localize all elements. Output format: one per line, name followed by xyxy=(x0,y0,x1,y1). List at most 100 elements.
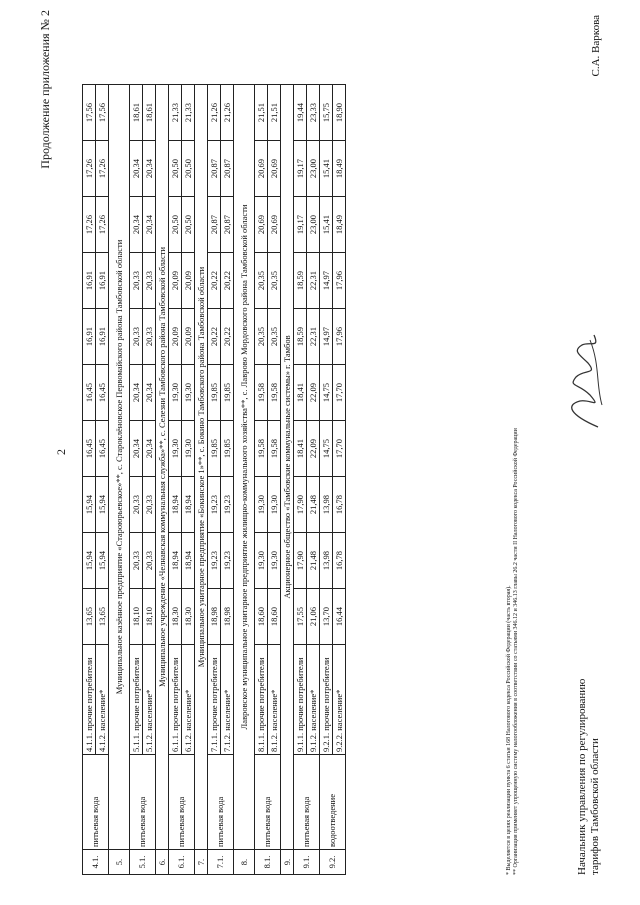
handwritten-signature xyxy=(571,334,603,428)
tariff-value: 19,30 xyxy=(254,476,268,533)
tariff-value: 17,55 xyxy=(293,588,307,645)
tariff-value: 20,35 xyxy=(267,252,281,309)
consumer-group-label: 6.1.1. прочие потребители xyxy=(168,644,182,755)
tariff-value: 18,60 xyxy=(267,588,281,645)
consumer-group-label: 4.1.2. население* xyxy=(95,644,109,755)
consumer-group-label: 8.1.1. прочие потребители xyxy=(254,644,268,755)
signatory-title-line-1: Начальник управления по регулированию xyxy=(576,678,588,875)
tariff-value: 19,58 xyxy=(254,364,268,421)
page-number: 2 xyxy=(54,449,68,455)
consumer-group-label: 9.1.1. прочие потребители xyxy=(293,644,307,755)
tariff-value: 21,48 xyxy=(306,476,320,533)
tariff-value: 19,30 xyxy=(181,364,195,421)
tariff-value: 18,59 xyxy=(293,252,307,309)
tariff-value: 18,59 xyxy=(293,308,307,365)
tariff-value: 21,26 xyxy=(220,84,234,141)
tariff-value: 17,96 xyxy=(332,252,346,309)
tariff-value: 22,31 xyxy=(306,308,320,365)
tariff-value: 20,33 xyxy=(129,308,143,365)
tariff-value: 14,97 xyxy=(319,252,333,309)
tariff-value: 18,10 xyxy=(129,588,143,645)
section-number: 8. xyxy=(233,849,255,875)
tariff-value: 20,87 xyxy=(220,140,234,197)
section-title: Акционерное общество «Тамбовские коммуна… xyxy=(280,84,294,850)
tariff-value: 16,91 xyxy=(82,308,96,365)
tariff-value: 20,09 xyxy=(168,252,182,309)
tariff-value: 20,33 xyxy=(129,532,143,589)
tariff-value: 20,33 xyxy=(129,252,143,309)
service-number: 4.1. xyxy=(82,849,109,875)
tariff-value: 20,22 xyxy=(220,252,234,309)
tariff-value: 21,51 xyxy=(267,84,281,141)
service-name: питьевая вода xyxy=(82,754,109,850)
tariff-value: 19,23 xyxy=(207,476,221,533)
section-title: Лавровское муниципальное унитарное предп… xyxy=(233,84,255,850)
footnote-1: * Выделяется в целях реализации пункта 6… xyxy=(506,585,512,875)
tariff-value: 15,94 xyxy=(95,476,109,533)
tariff-value: 20,34 xyxy=(142,140,156,197)
signatory-title: Начальник управления по регулированию та… xyxy=(576,615,602,875)
tariff-value: 17,96 xyxy=(332,308,346,365)
signatory-title-line-2: тарифов Тамбовской области xyxy=(589,738,601,875)
tariff-value: 15,41 xyxy=(319,196,333,253)
section-title: Муниципальное казённое предприятие «Стар… xyxy=(108,84,130,850)
consumer-group-label: 9.2.2. население* xyxy=(332,644,346,755)
tariff-value: 18,61 xyxy=(129,84,143,141)
tariff-value: 21,33 xyxy=(168,84,182,141)
tariff-value: 14,97 xyxy=(319,308,333,365)
tariff-value: 21,26 xyxy=(207,84,221,141)
tariff-value: 16,45 xyxy=(82,420,96,477)
tariff-value: 20,33 xyxy=(142,252,156,309)
tariff-value: 20,69 xyxy=(254,196,268,253)
tariff-value: 20,69 xyxy=(254,140,268,197)
tariff-value: 17,70 xyxy=(332,364,346,421)
consumer-group-label: 5.1.2. население* xyxy=(142,644,156,755)
section-header-row: 6.Муниципальное учреждение «Челнавская к… xyxy=(155,84,169,875)
tariff-value: 19,58 xyxy=(267,420,281,477)
tariff-value: 18,30 xyxy=(168,588,182,645)
tariff-value: 17,26 xyxy=(82,196,96,253)
tariff-value: 18,94 xyxy=(181,532,195,589)
tariff-value: 21,48 xyxy=(306,532,320,589)
consumer-group-label: 4.1.1. прочие потребители xyxy=(82,644,96,755)
tariff-value: 17,26 xyxy=(95,196,109,253)
tariff-value: 16,45 xyxy=(95,364,109,421)
tariff-value: 20,22 xyxy=(207,252,221,309)
tariff-value: 18,98 xyxy=(220,588,234,645)
tariff-value: 18,49 xyxy=(332,196,346,253)
tariff-value: 15,94 xyxy=(82,532,96,589)
tariff-value: 13,65 xyxy=(82,588,96,645)
tariff-value: 20,69 xyxy=(267,196,281,253)
tariff-value: 20,34 xyxy=(129,140,143,197)
tariff-value: 23,00 xyxy=(306,196,320,253)
section-number: 7. xyxy=(194,849,208,875)
tariff-value: 18,41 xyxy=(293,420,307,477)
tariff-value: 16,78 xyxy=(332,476,346,533)
tariff-value: 20,35 xyxy=(267,308,281,365)
service-name: питьевая вода xyxy=(207,754,234,850)
service-number: 9.2. xyxy=(319,849,346,875)
tariff-value: 19,85 xyxy=(207,420,221,477)
tariff-value: 13,98 xyxy=(319,476,333,533)
continuation-label: Продолжение приложения № 2 xyxy=(38,10,52,169)
section-header-row: 7.Муниципальное унитарное предприятие «Б… xyxy=(194,84,208,875)
consumer-group-label: 9.2.1. прочие потребители xyxy=(319,644,333,755)
tariff-value: 20,33 xyxy=(129,476,143,533)
section-header-row: 8.Лавровское муниципальное унитарное пре… xyxy=(233,84,255,875)
tariff-value: 21,51 xyxy=(254,84,268,141)
tariff-value: 19,30 xyxy=(181,420,195,477)
tariff-value: 19,30 xyxy=(168,420,182,477)
tariff-value: 16,45 xyxy=(95,420,109,477)
service-number: 7.1. xyxy=(207,849,234,875)
tariff-value: 18,30 xyxy=(181,588,195,645)
tariff-value: 18,94 xyxy=(168,532,182,589)
tariff-value: 20,35 xyxy=(254,308,268,365)
tariff-value: 20,87 xyxy=(207,140,221,197)
tariff-value: 21,06 xyxy=(306,588,320,645)
